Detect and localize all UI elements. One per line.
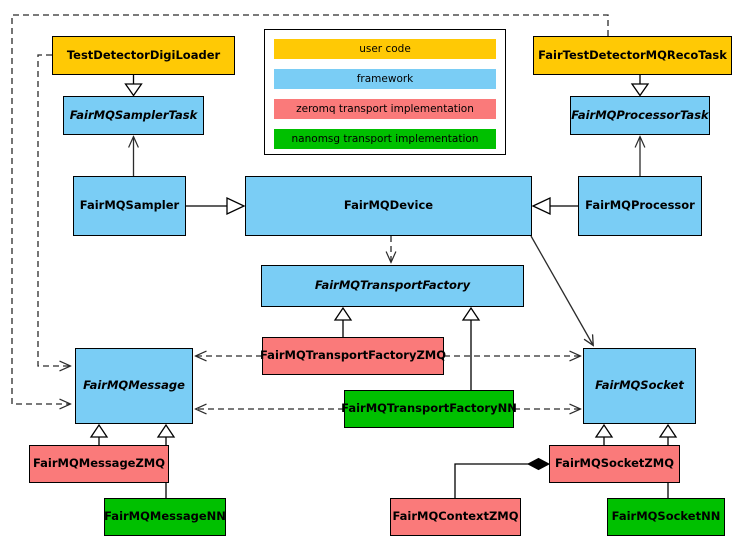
node-label: FairMQMessageNN — [104, 509, 226, 524]
node-label: FairMQTransportFactoryNN — [341, 401, 517, 416]
node-label: FairMQSocket — [595, 378, 684, 393]
legend-label: framework — [356, 73, 414, 85]
legend-panel: user code framework zeromq transport imp… — [264, 29, 506, 155]
node-fairmqcontextzmq[interactable]: FairMQContextZMQ — [390, 498, 521, 536]
edge-contextzmq-to-socketzmq — [454, 457, 551, 498]
node-label: FairMQSamplerTask — [69, 107, 198, 122]
node-fairmqsampler[interactable]: FairMQSampler — [73, 176, 186, 236]
edge-sampler-to-device — [186, 196, 246, 216]
edge-recotask-to-processortask — [630, 75, 650, 97]
node-fairmqsocket[interactable]: FairMQSocket — [583, 348, 696, 424]
node-fairmqsocketnn[interactable]: FairMQSocketNN — [607, 498, 725, 536]
edge-messagezmq-to-message — [89, 423, 109, 445]
node-label: TestDetectorDigiLoader — [66, 47, 221, 62]
legend-item-framework: framework — [274, 69, 496, 89]
legend-item-zeromq: zeromq transport implementation — [274, 99, 496, 119]
edge-digiloader-to-samplertask — [124, 75, 143, 97]
node-fairmqtransportfactoryzmq[interactable]: FairMQTransportFactoryZMQ — [260, 337, 447, 375]
edge-socketzmq-to-socket — [594, 423, 614, 445]
node-label: FairTestDetectorMQRecoTask — [538, 47, 727, 62]
node-fairtestdetectormqrecotask[interactable]: FairTestDetectorMQRecoTask — [533, 36, 732, 75]
node-fairmqmessage[interactable]: FairMQMessage — [75, 348, 193, 424]
node-label: FairMQProcessorTask — [571, 107, 709, 122]
edge-device-to-socket — [530, 235, 593, 345]
legend-item-nanomsg: nanomsg transport implementation — [274, 129, 496, 149]
edge-digiloader-to-message — [37, 54, 70, 366]
legend-label: nanomsg transport implementation — [291, 133, 479, 145]
node-fairmqprocessortask[interactable]: FairMQProcessorTask — [570, 96, 710, 135]
node-testdetectordigiloader[interactable]: TestDetectorDigiLoader — [52, 36, 235, 75]
node-fairmqsocketzmq[interactable]: FairMQSocketZMQ — [549, 445, 680, 483]
edge-tfzmq-to-transportfactory — [333, 306, 353, 337]
node-fairmqdevice[interactable]: FairMQDevice — [245, 176, 532, 236]
node-label: FairMQSocketZMQ — [555, 456, 674, 471]
edge-tfnn-to-transportfactory — [461, 306, 481, 390]
node-fairmqtransportfactorynn[interactable]: FairMQTransportFactoryNN — [341, 390, 517, 428]
legend-item-user-code: user code — [274, 39, 496, 59]
node-label: FairMQTransportFactoryZMQ — [260, 348, 447, 363]
legend-label: zeromq transport implementation — [296, 103, 474, 115]
node-label: FairMQSocketNN — [611, 509, 721, 524]
node-fairmqtransportfactory[interactable]: FairMQTransportFactory — [261, 265, 524, 307]
node-label: FairMQSampler — [79, 198, 180, 213]
node-label: FairMQMessage — [83, 378, 185, 393]
edge-recotask-to-message — [11, 14, 609, 404]
node-fairmqprocessor[interactable]: FairMQProcessor — [578, 176, 702, 236]
node-label: FairMQDevice — [343, 198, 434, 213]
node-label: FairMQProcessor — [585, 198, 695, 213]
node-label: FairMQContextZMQ — [392, 509, 519, 524]
node-fairmqmessagenn[interactable]: FairMQMessageNN — [104, 498, 226, 536]
legend-label: user code — [359, 43, 411, 55]
node-fairmqsamplertask[interactable]: FairMQSamplerTask — [63, 96, 204, 135]
node-label: FairMQTransportFactory — [314, 278, 471, 293]
node-fairmqmessagezmq[interactable]: FairMQMessageZMQ — [29, 445, 169, 483]
edge-processor-to-device — [531, 196, 578, 216]
node-label: FairMQMessageZMQ — [32, 456, 166, 471]
